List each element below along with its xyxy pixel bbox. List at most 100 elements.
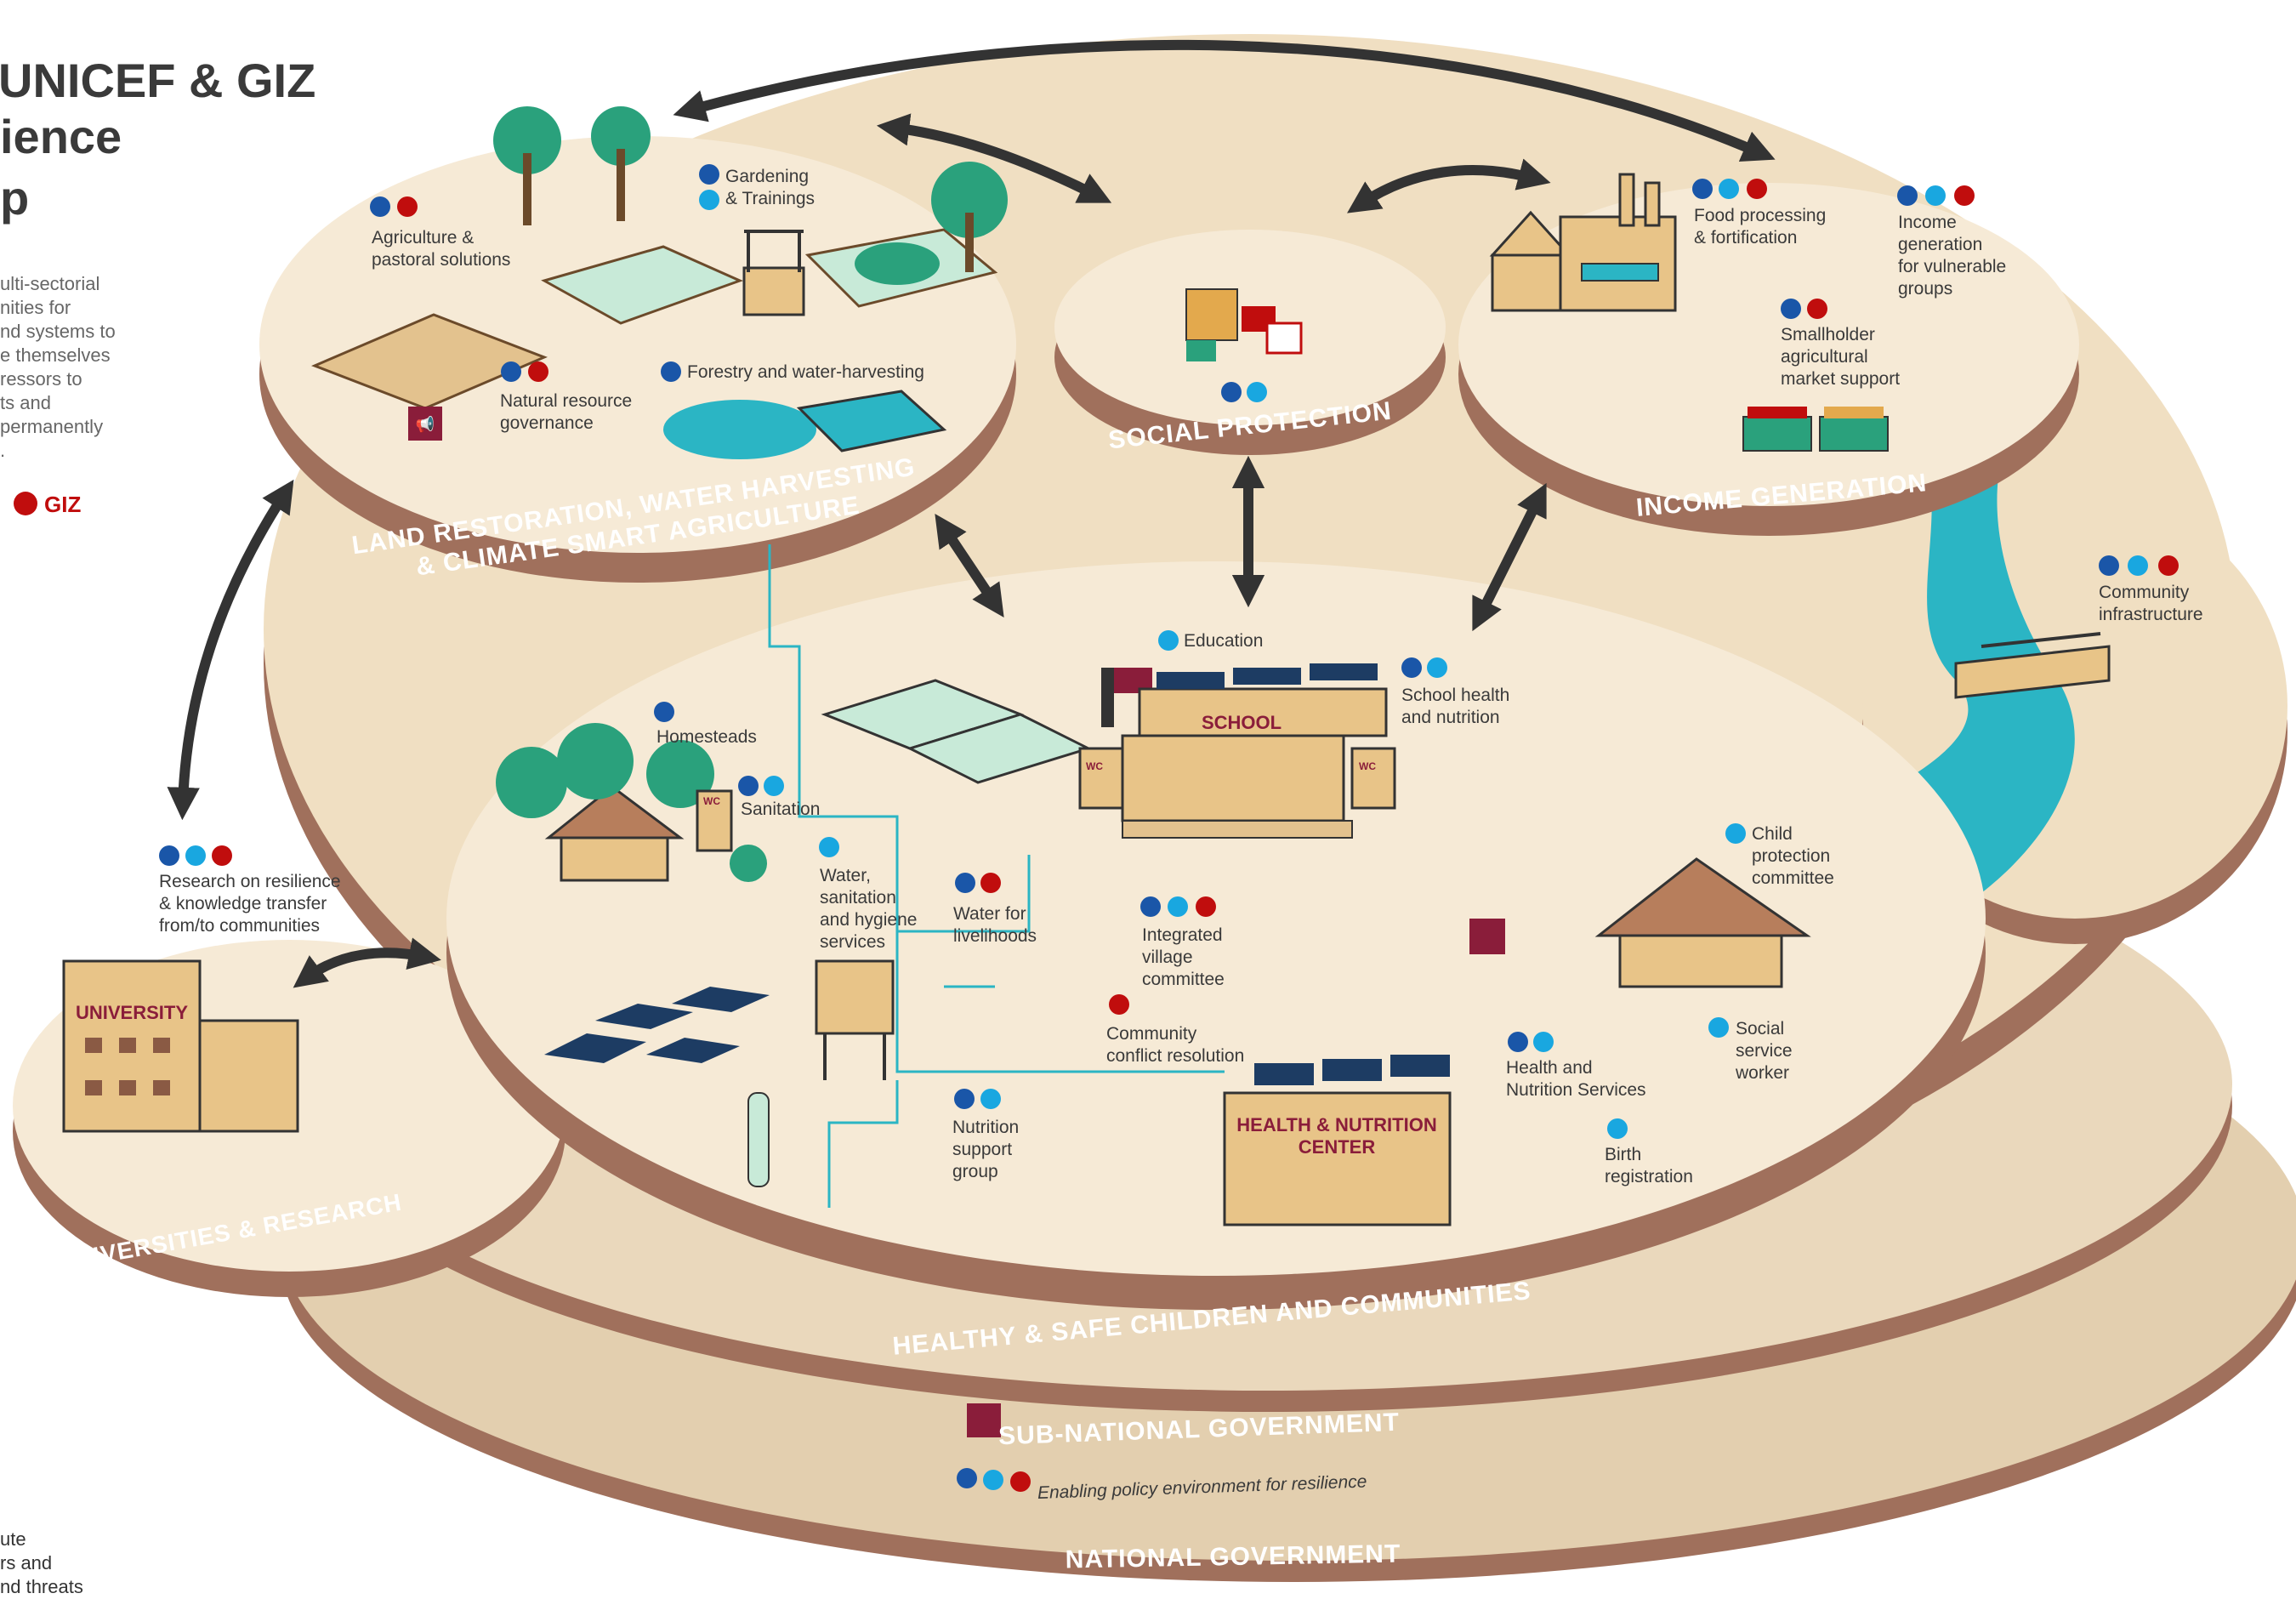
latrine-wc: WC — [703, 795, 720, 807]
dot-unicef-alt — [2128, 555, 2148, 576]
dot-giz — [1807, 299, 1827, 319]
social-items — [1185, 288, 1303, 361]
megaphone-icon — [408, 407, 442, 441]
dot-unicef — [1508, 1032, 1528, 1052]
arrow-university-healthy — [293, 937, 441, 988]
market-stalls — [1742, 407, 1889, 452]
dot-giz — [1747, 179, 1767, 199]
arrow-land-income — [673, 39, 1776, 162]
svg-text:📢: 📢 — [416, 415, 435, 434]
school-label: SCHOOL — [1202, 712, 1282, 733]
arrow-research-land — [167, 479, 294, 821]
river — [1803, 476, 2075, 893]
dot-unicef-alt — [1158, 630, 1179, 651]
dot-giz — [528, 361, 548, 382]
title-line-2: ience — [0, 110, 122, 163]
dot-giz — [980, 873, 1001, 893]
dot-unicef-alt — [1925, 185, 1946, 206]
dot-giz — [2158, 555, 2179, 576]
dot-unicef-alt — [1533, 1032, 1554, 1052]
dot-unicef-alt — [185, 845, 206, 866]
bridge — [1954, 632, 2111, 699]
label-education: Education — [1184, 631, 1263, 651]
dot-unicef — [661, 361, 681, 382]
footer-line: nd threats — [0, 1576, 83, 1597]
connection-arrows — [167, 39, 1776, 988]
intro-text: ulti-sectorial nities for nd systems to … — [0, 272, 116, 463]
dot-unicef-alt — [980, 1089, 1001, 1109]
hut — [544, 785, 685, 882]
dot-unicef-alt — [1708, 1017, 1729, 1038]
dot-giz — [212, 845, 232, 866]
dot-unicef — [2099, 555, 2119, 576]
dot-unicef — [1692, 179, 1713, 199]
intro-line: e themselves — [0, 344, 111, 366]
dot-unicef-alt — [1607, 1118, 1628, 1139]
dot-giz — [1010, 1471, 1031, 1492]
dot-unicef-alt — [1168, 896, 1188, 917]
round-hut — [1594, 857, 1811, 988]
school-wc-right: WC — [1359, 760, 1376, 772]
pipes — [768, 544, 1225, 1208]
dot-unicef — [1401, 657, 1422, 678]
garden-plots — [821, 679, 1093, 784]
dot-unicef — [957, 1468, 977, 1488]
label-sanitation: Sanitation — [741, 800, 820, 819]
dot-unicef-alt — [1427, 657, 1447, 678]
intro-line: nd systems to — [0, 321, 116, 342]
dot-giz — [1109, 994, 1129, 1015]
solar-panels — [544, 987, 770, 1063]
intro-line: nities for — [0, 297, 71, 318]
title-line-1: UNICEF & GIZ — [0, 54, 316, 107]
dot-giz — [1196, 896, 1216, 917]
dot-unicef-alt — [699, 190, 719, 210]
well — [742, 230, 805, 316]
intro-line: ts and — [0, 392, 51, 413]
dot-unicef-alt — [1247, 382, 1267, 402]
dot-giz — [1954, 185, 1975, 206]
arrow-land-healthy — [935, 514, 1004, 617]
label-homesteads: Homesteads — [656, 727, 757, 747]
water-tower — [747, 959, 895, 1187]
label-food-processing: Food processing& fortification — [1694, 206, 1826, 248]
pond — [663, 390, 947, 459]
dot-unicef — [370, 196, 390, 217]
legend-giz-label: GIZ — [44, 492, 82, 517]
arrow-social-income — [1347, 158, 1551, 213]
factory — [1489, 173, 1677, 312]
dot-unicef — [1221, 382, 1242, 402]
university-building — [62, 959, 299, 1133]
dot-unicef — [699, 164, 719, 185]
arrow-income-healthy — [1472, 482, 1547, 632]
dot-unicef — [1140, 896, 1161, 917]
legend-giz-dot — [14, 492, 37, 515]
dot-unicef-alt — [764, 776, 784, 796]
health-center-label-2: CENTER — [1299, 1136, 1376, 1158]
label-research: Research on resilience& knowledge transf… — [159, 872, 341, 936]
footer-line: ute — [0, 1528, 26, 1550]
trees-homesteads — [496, 723, 767, 882]
school-building — [1078, 663, 1396, 839]
dot-unicef — [159, 845, 179, 866]
arrow-land-social — [876, 113, 1112, 203]
dot-unicef — [654, 702, 674, 722]
social-protection-disk — [1054, 230, 1446, 455]
dot-unicef — [1897, 185, 1918, 206]
health-center-label-1: HEALTH & NUTRITION — [1236, 1114, 1436, 1135]
university-label: UNIVERSITY — [76, 1002, 188, 1023]
intro-line: ressors to — [0, 368, 82, 390]
megaphone-icon-subnational — [967, 1403, 1001, 1437]
school-wc-left: WC — [1086, 760, 1103, 772]
